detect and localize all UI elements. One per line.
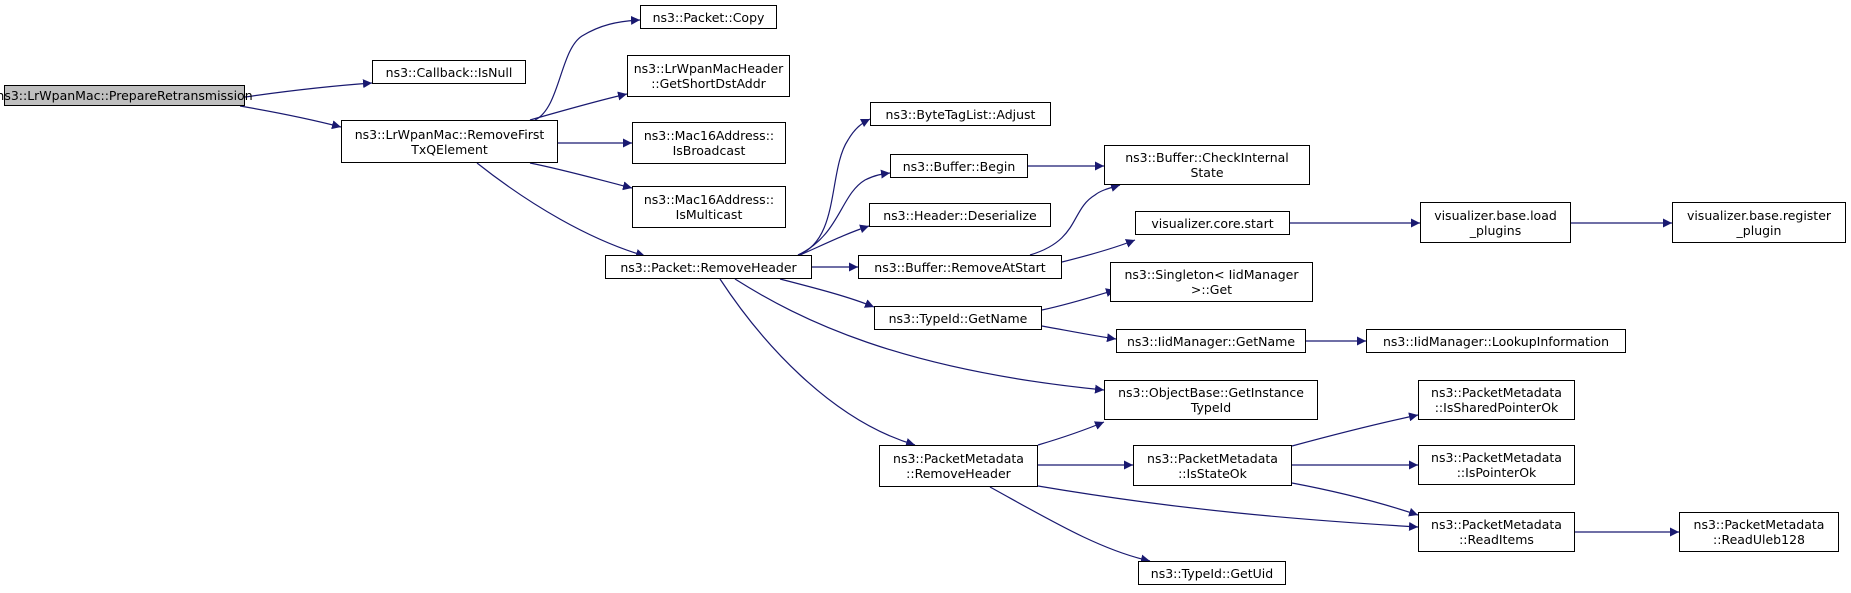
node-mac16-isbroadcast[interactable]: ns3::Mac16Address:: IsBroadcast xyxy=(632,122,786,164)
node-callback-isnull[interactable]: ns3::Callback::IsNull xyxy=(372,60,526,84)
node-mac16-ismulticast[interactable]: ns3::Mac16Address:: IsMulticast xyxy=(632,186,786,228)
node-label-line: ns3::LrWpanMac::RemoveFirst xyxy=(354,126,545,142)
node-packetmetadata-readitems[interactable]: ns3::PacketMetadata ::ReadItems xyxy=(1418,512,1575,552)
node-packetmetadata-removeheader[interactable]: ns3::PacketMetadata ::RemoveHeader xyxy=(879,445,1038,487)
node-get-short-dst-addr[interactable]: ns3::LrWpanMacHeader ::GetShortDstAddr xyxy=(627,55,790,97)
node-singleton-get[interactable]: ns3::Singleton< IidManager >::Get xyxy=(1110,262,1313,302)
edge-packetmetadata-isstateok-to-packetmetadata-issharedpointerok xyxy=(1291,412,1419,447)
node-label-line: ns3::PacketMetadata xyxy=(1431,450,1562,465)
node-label-line: ns3::Buffer::CheckInternal xyxy=(1125,150,1289,165)
edge-packet-removeheader-to-buffer-begin xyxy=(797,169,891,256)
node-label-line: ::IsPointerOk xyxy=(1456,465,1537,480)
node-remove-first-txq-element[interactable]: ns3::LrWpanMac::RemoveFirst TxQElement xyxy=(341,120,558,163)
node-label-line: State xyxy=(1190,165,1224,180)
node-label-line: ns3::PacketMetadata xyxy=(893,451,1024,466)
node-label-line: IsMulticast xyxy=(675,207,743,222)
edge-prepare-retransmission-to-remove-first-txq xyxy=(239,105,342,130)
node-label-line: ns3::PacketMetadata xyxy=(1147,450,1278,466)
node-label-line: ::ReadUleb128 xyxy=(1713,532,1805,547)
node-packetmetadata-readuleb128[interactable]: ns3::PacketMetadata ::ReadUleb128 xyxy=(1679,512,1839,552)
node-buffer-begin[interactable]: ns3::Buffer::Begin xyxy=(890,154,1028,178)
node-label-line: visualizer.core.start xyxy=(1151,215,1274,231)
node-label-line: ::IsStateOk xyxy=(1178,465,1247,481)
node-typeid-getuid[interactable]: ns3::TypeId::GetUid xyxy=(1138,561,1286,585)
edge-remove-first-txq-to-packet-removeheader xyxy=(476,162,646,258)
node-label-line: visualizer.base.load xyxy=(1434,207,1557,223)
edge-typeid-getname-to-singleton-get xyxy=(1041,288,1116,311)
node-label-line: ns3::LrWpanMac::PrepareRetransmission xyxy=(0,88,253,103)
edge-buffer-removeatstart-to-visualizer-core-start xyxy=(1061,239,1136,263)
edge-remove-first-txq-to-mac16-ismulticast xyxy=(529,162,633,191)
node-label-line: ns3::Singleton< IidManager xyxy=(1124,267,1299,282)
edge-packetmetadata-isstateok-to-packetmetadata-readitems xyxy=(1291,482,1419,517)
edge-packetmetadata-removeheader-to-objectbase-getinstancetypeid xyxy=(1037,421,1105,446)
edge-typeid-getname-to-iidmanager-getname xyxy=(1041,325,1117,343)
edge-remove-first-txq-to-packet-copy xyxy=(534,15,641,121)
node-packetmetadata-issharedpointerok[interactable]: ns3::PacketMetadata ::IsSharedPointerOk xyxy=(1418,380,1575,420)
node-label-line: ns3::Callback::IsNull xyxy=(385,64,513,80)
node-label-line: ns3::IidManager::GetName xyxy=(1126,333,1296,349)
node-label-line: ns3::ObjectBase::GetInstance xyxy=(1118,385,1304,400)
edge-remove-first-txq-to-get-short-dst-addr xyxy=(529,91,628,121)
node-visualizer-core-start[interactable]: visualizer.core.start xyxy=(1135,211,1290,235)
node-label-line: ns3::ByteTagList::Adjust xyxy=(885,106,1036,122)
node-iidmanager-lookupinformation[interactable]: ns3::IidManager::LookupInformation xyxy=(1366,329,1626,353)
node-bytetaglist-adjust[interactable]: ns3::ByteTagList::Adjust xyxy=(870,102,1051,126)
node-packet-removeheader[interactable]: ns3::Packet::RemoveHeader xyxy=(605,255,812,279)
edge-packet-removeheader-to-header-deserialize xyxy=(799,224,870,256)
edge-buffer-removeatstart-to-buffer-checkinternalstate xyxy=(1029,183,1121,256)
node-visualizer-base-register-plugin[interactable]: visualizer.base.register _plugin xyxy=(1672,202,1846,243)
node-label-line: _plugin xyxy=(1736,222,1782,238)
edge-prepare-retransmission-to-callback-isnull xyxy=(244,79,373,98)
node-label-line: ns3::Packet::Copy xyxy=(652,9,765,25)
node-label-line: IsBroadcast xyxy=(672,143,746,158)
node-visualizer-base-load-plugins[interactable]: visualizer.base.load _plugins xyxy=(1420,202,1571,243)
node-label-line: ns3::Buffer::RemoveAtStart xyxy=(874,259,1046,275)
node-label-line: ns3::PacketMetadata xyxy=(1693,517,1825,532)
edge-packetmetadata-removeheader-to-typeid-getuid xyxy=(989,486,1151,564)
node-iidmanager-getname[interactable]: ns3::IidManager::GetName xyxy=(1116,329,1306,353)
edge-packet-removeheader-to-typeid-getname xyxy=(779,278,875,308)
node-header-deserialize[interactable]: ns3::Header::Deserialize xyxy=(869,203,1051,227)
node-label-line: >::Get xyxy=(1190,282,1233,297)
node-packetmetadata-ispointerok[interactable]: ns3::PacketMetadata ::IsPointerOk xyxy=(1418,445,1575,485)
node-typeid-getname[interactable]: ns3::TypeId::GetName xyxy=(874,306,1042,330)
node-label-line: ns3::Header::Deserialize xyxy=(883,207,1037,223)
node-label-line: ns3::Mac16Address:: xyxy=(643,128,775,143)
node-label-line: ns3::IidManager::LookupInformation xyxy=(1382,333,1609,349)
node-label-line: ns3::PacketMetadata xyxy=(1431,385,1562,400)
edge-packet-removeheader-to-packetmetadata-removeheader xyxy=(719,278,916,447)
node-label-line: ::RemoveHeader xyxy=(906,466,1011,481)
node-buffer-checkinternalstate[interactable]: ns3::Buffer::CheckInternal State xyxy=(1104,145,1310,185)
node-label-line: visualizer.base.register xyxy=(1686,207,1832,223)
edge-packet-removeheader-to-bytetaglist-adjust xyxy=(797,118,871,256)
node-label-line: TypeId xyxy=(1190,400,1232,415)
node-label-line: _plugins xyxy=(1469,222,1522,238)
node-label-line: ns3::LrWpanMacHeader xyxy=(633,61,784,76)
node-label-line: ::IsSharedPointerOk xyxy=(1434,400,1559,415)
edge-packet-removeheader-to-objectbase-getinstancetypeid xyxy=(734,278,1105,394)
node-prepare-retransmission[interactable]: ns3::LrWpanMac::PrepareRetransmission xyxy=(0,85,253,106)
node-buffer-removeatstart[interactable]: ns3::Buffer::RemoveAtStart xyxy=(858,255,1062,279)
node-label-line: ::ReadItems xyxy=(1459,532,1534,547)
node-label-line: TxQElement xyxy=(411,141,488,157)
node-label-line: ns3::TypeId::GetName xyxy=(888,310,1028,326)
node-label-line: ns3::PacketMetadata xyxy=(1431,517,1562,532)
node-label-line: ::GetShortDstAddr xyxy=(651,76,766,91)
node-label-line: ns3::Mac16Address:: xyxy=(643,192,775,207)
edge-packetmetadata-removeheader-to-packetmetadata-readitems xyxy=(1037,485,1419,531)
node-label-line: ns3::TypeId::GetUid xyxy=(1150,565,1274,581)
node-objectbase-getinstancetypeid[interactable]: ns3::ObjectBase::GetInstance TypeId xyxy=(1104,380,1318,420)
node-packetmetadata-isstateok[interactable]: ns3::PacketMetadata ::IsStateOk xyxy=(1133,445,1292,486)
node-packet-copy[interactable]: ns3::Packet::Copy xyxy=(640,5,777,29)
node-label-line: ns3::Packet::RemoveHeader xyxy=(620,259,797,275)
node-label-line: ns3::Buffer::Begin xyxy=(902,158,1016,174)
